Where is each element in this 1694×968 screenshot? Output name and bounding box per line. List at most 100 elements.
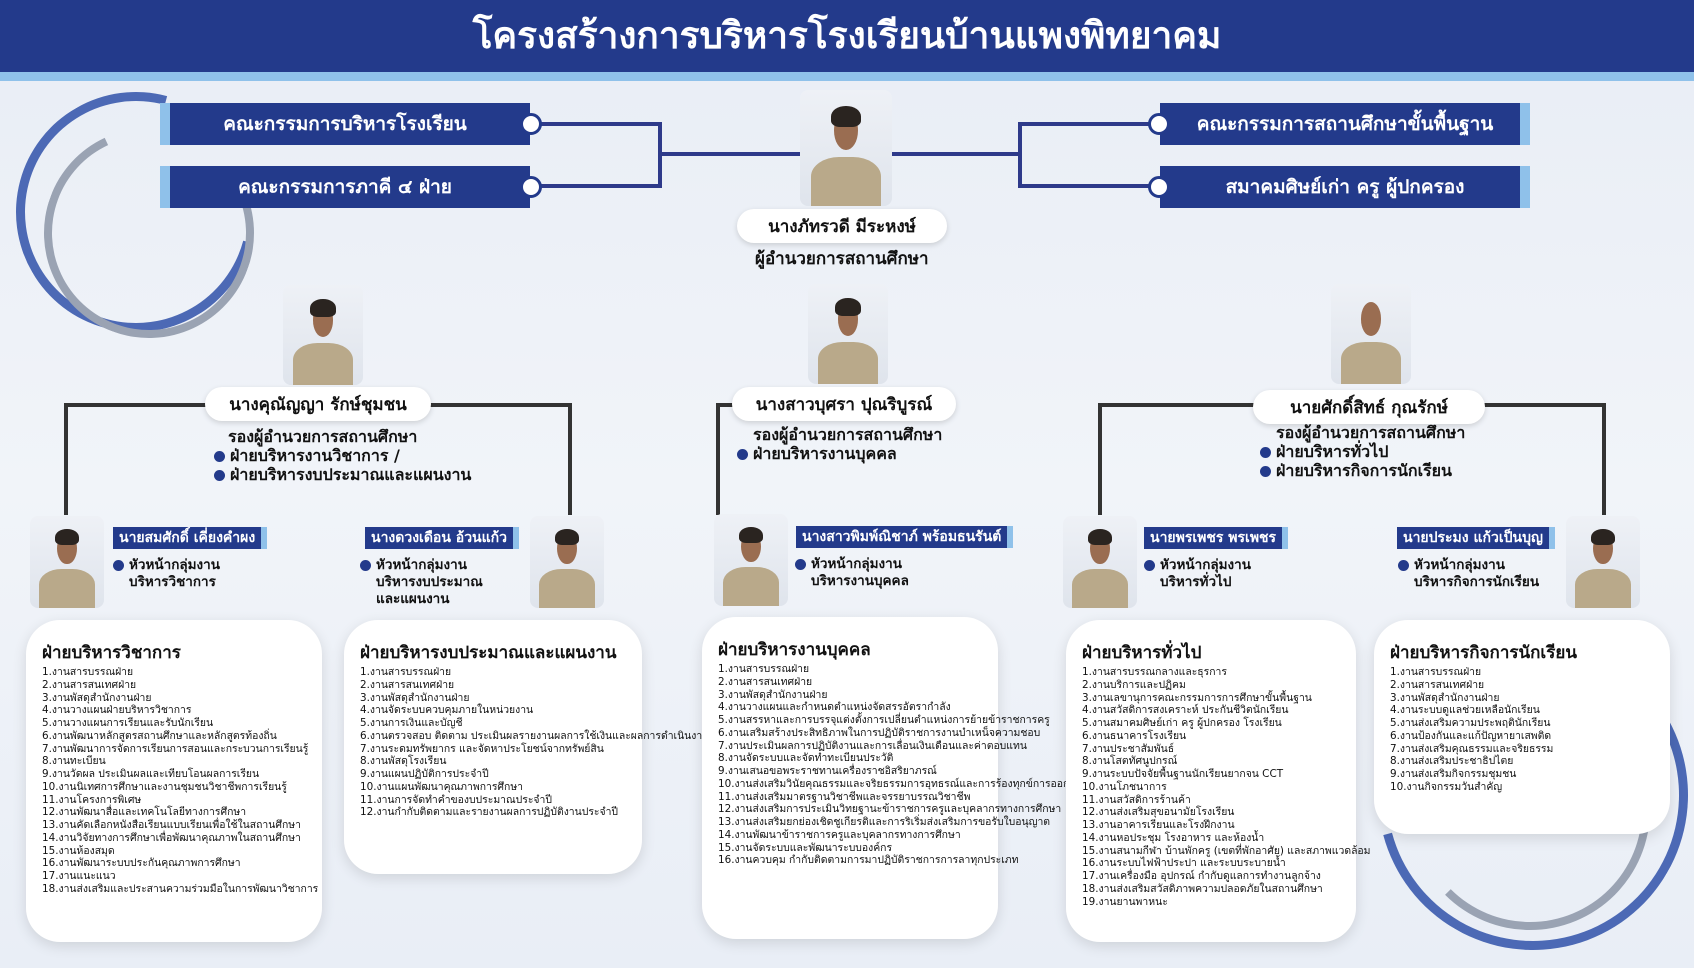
connector [1018,122,1160,126]
deputy-role: รองผู้อำนวยการสถานศึกษา ฝ่ายบริหารทั่วไป… [1260,423,1465,480]
task-item: 1.งานสารบรรณกลางและธุรการ [1082,666,1227,678]
task-item: 6.งานพัฒนาหลักสูตรสถานศึกษาและหลักสูตรท้… [42,729,277,742]
namebox-accent [513,527,519,549]
committee-label: คณะกรรมการสถานศึกษาขั้นพื้นฐาน [1196,113,1494,135]
task-item: 16.งานพัฒนาระบบประกันคุณภาพการศึกษา [42,857,241,870]
page-title: โครงสร้างการบริหารโรงเรียนบ้านแพงพิทยาคม [472,14,1222,57]
connector [520,122,660,126]
deputy-role: รองผู้อำนวยการสถานศึกษา ฝ่ายบริหารงานบุค… [737,425,942,463]
head-role-text: หัวหน้ากลุ่มงาน [1414,557,1505,573]
head-role-line: บริหารวิชาการ [129,574,216,590]
connector-dot [1148,113,1170,135]
bullet-icon [360,559,371,571]
head-role-line: บริหารงบประมาณ [376,574,483,590]
task-item: 5.งานวางแผนการเรียนและรับนักเรียน [42,717,214,729]
task-item: 7.งานประชาสัมพันธ์ [1082,742,1175,755]
head-role-line: หัวหน้ากลุ่มงาน [795,556,909,573]
head-role-line: หัวหน้ากลุ่มงาน [360,557,483,574]
bullet-icon [214,470,225,481]
task-item: 8.งานทะเบียน [42,755,106,768]
namebox-accent [1282,527,1289,549]
task-item: 9.งานแผนปฏิบัติการประจำปี [360,768,489,780]
task-item: 12.งานส่งเสริมการประเมินวิทยฐานะข้าราชกา… [718,803,1062,816]
task-item: 5.งานการเงินและบัญชี [360,717,463,729]
task-item: 19.งานยานพาหนะ [1082,895,1168,908]
department-title: ฝ่ายบริหารกิจการนักเรียน [1390,643,1577,663]
head-name: นายพรเพชร พรเพชร [1144,527,1289,549]
connector [1018,184,1160,188]
task-item: 3.งานพัสดุสำนักงานฝ่าย [718,688,828,701]
head-name-text: นางสาวพิมพ์ณิชาภ์ พร้อมธนรันต์ [802,529,1002,545]
director-role: ผู้อำนวยการสถานศึกษา [755,249,929,269]
task-item: 4.งานระบบดูแลช่วยเหลือนักเรียน [1390,704,1540,717]
task-item: 7.งานส่งเสริมคุณธรรมและจริยธรรม [1390,742,1554,755]
department-title: ฝ่ายบริหารทั่วไป [1082,643,1202,663]
header-accent-strip [0,72,1694,81]
task-item: 2.งานสารสนเทศฝ่าย [718,675,813,688]
task-item: 1.งานสารบรรณฝ่าย [42,666,134,678]
connector-dot [520,176,542,198]
committee-alumni-association: สมาคมศิษย์เก่า ครู ผู้ปกครอง [1148,166,1530,208]
deputy-title: รองผู้อำนวยการสถานศึกษา [228,427,418,446]
committee-label: คณะกรรมการภาคี ๔ ฝ่าย [238,176,452,198]
duty-text: ฝ่ายบริหารงบประมาณและแผนงาน [230,465,472,484]
deputy-name: นางสาวบุศรา ปุณริบูรณ์ [732,387,956,421]
committee-label: คณะกรรมการบริหารโรงเรียน [223,113,467,135]
connector [716,403,720,515]
task-item: 15.งานสนามกีฬา บ้านพักครู (เขตที่พักอาศั… [1082,844,1371,857]
head-role-text: หัวหน้ากลุ่มงาน [811,556,902,572]
deputy-photo [808,284,888,384]
deputy-title: รองผู้อำนวยการสถานศึกษา [753,425,943,444]
task-item: 14.งานพัฒนาข้าราชการครูและบุคลากรทางการศ… [718,828,961,841]
task-item: 8.งานพัสดุโรงเรียน [360,755,447,768]
bullet-icon [737,449,748,460]
task-item: 3.งานเลขานุการคณะกรรมการการศึกษาขั้นพื้น… [1082,691,1312,704]
head-photo [1063,516,1137,608]
task-item: 14.งานวิจัยทางการศึกษาเพื่อพัฒนาคุณภาพใน… [42,831,301,844]
bullet-icon [1260,466,1271,477]
task-item: 17.งานเครื่องมือ อุปกรณ์ กำกับดูแลการทำง… [1082,870,1321,882]
head-name-text: นางดวงเดือน อ้วนแก้ว [371,530,507,546]
task-item: 11.งานสวัสดิการร้านค้า [1082,793,1191,806]
duty-item: ฝ่ายบริหารงบประมาณและแผนงาน [214,465,471,484]
department-card-student-affairs: ฝ่ายบริหารกิจการนักเรียน 1.งานสารบรรณฝ่า… [1374,620,1670,834]
head-role-text: หัวหน้ากลุ่มงาน [1160,557,1251,573]
task-item: 13.งานอาคารเรียนและโรงฝึกงาน [1082,819,1235,831]
task-item: 12.งานพัฒนาสื่อและเทคโนโลยีทางการศึกษา [42,806,247,819]
director-photo [800,90,892,206]
deputy-name-text: นางสาวบุศรา ปุณริบูรณ์ [755,394,933,415]
head-role-line: บริหารทั่วไป [1160,574,1232,590]
deputy-name-text: นายศักดิ์สิทธ์ กุณรักษ์ [1290,397,1448,418]
bullet-icon [1144,559,1155,571]
connector-dot [1148,176,1170,198]
task-item: 6.งานตรวจสอบ ติดตาม ประเมินผลรายงานผลการ… [360,729,710,742]
task-item: 12.งานส่งเสริมสุขอนามัยโรงเรียน [1082,806,1235,819]
task-item: 4.งานวางแผนฝ่ายบริหารวิชาการ [42,704,192,717]
task-item: 9.งานวัดผล ประเมินผลและเทียบโอนผลการเรีย… [42,768,260,780]
duty-text: ฝ่ายบริหารกิจการนักเรียน [1276,461,1452,480]
deputy-name-text: นางคุณัญญา รักษ์ชุมชน [229,394,407,415]
bullet-icon [214,451,225,462]
task-item: 6.งานเสริมสร้างประสิทธิภาพในการปฏิบัติรา… [718,726,1041,739]
bullet-icon [795,558,806,570]
namebox-accent [1007,526,1014,548]
task-item: 4.งานสวัสดิการสงเคราะห์ ประกันชีวิตนักเร… [1082,704,1289,717]
connector-dot [520,113,542,135]
task-item: 3.งานพัสดุสำนักงานฝ่าย [1390,691,1500,704]
head-role-line: บริหารกิจการนักเรียน [1414,574,1540,590]
head-role-text: หัวหน้ากลุ่มงาน [129,557,220,573]
task-item: 9.งานเสนอขอพระราชทานเครื่องราชอิสริยาภรณ… [718,765,937,777]
task-item: 5.งานสมาคมศิษย์เก่า ครู ผู้ปกครอง โรงเรี… [1082,717,1282,729]
deputy-photo [1331,284,1411,384]
connector [890,152,1020,156]
task-item: 18.งานส่งเสริมและประสานความร่วมมือในการพ… [42,882,319,895]
task-item: 18.งานส่งเสริมสวัสดิภาพความปลอดภัยในสถาน… [1082,882,1323,895]
department-title: ฝ่ายบริหารวิชาการ [42,643,181,663]
connector [64,403,68,515]
head-photo [1566,516,1640,608]
task-item: 13.งานส่งเสริมยกย่องเชิดชูเกียรติและการร… [718,816,1051,828]
connector [1602,403,1606,515]
task-item: 15.งานจัดระบบและพัฒนาระบบองค์กร [718,841,893,854]
task-item: 11.งานการจัดทำคำของบประมาณประจำปี [360,793,552,806]
